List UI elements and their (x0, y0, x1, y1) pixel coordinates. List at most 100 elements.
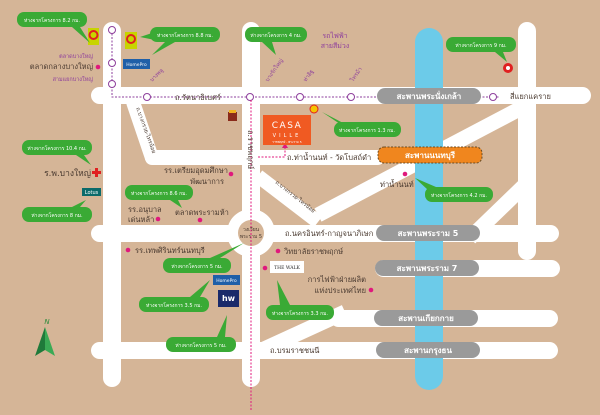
svg-text:ห่างจากโครงการ 4.2 กม.: ห่างจากโครงการ 4.2 กม. (431, 192, 487, 199)
road-diagonal-east (464, 174, 536, 244)
distance-callout: ห่างจากโครงการ 1.3 กม. (322, 112, 401, 137)
lotus-store-icon (503, 63, 513, 73)
poi-label: พัฒนาการ (190, 177, 224, 186)
train-station-icon (143, 93, 151, 101)
svg-text:ห่างจากโครงการ 5 กม.: ห่างจากโครงการ 5 กม. (175, 342, 227, 349)
north-arrow-icon: N (35, 318, 55, 356)
road-bangkruai-south (253, 170, 323, 228)
train-station-icon (347, 93, 355, 101)
poi-label: วิทยาลัยราชพฤกษ์ (283, 247, 343, 256)
lotus-logo: Lotus (82, 188, 101, 196)
train-station-icon (246, 93, 254, 101)
bridge-rama7: สะพานพระราม 7 (375, 260, 479, 276)
svg-text:สะพานนนทบุรี: สะพานนนทบุรี (405, 150, 456, 161)
svg-text:สะพานพระราม 5: สะพานพระราม 5 (398, 229, 459, 238)
svg-text:ห่างจากโครงการ 1.3 กม.: ห่างจากโครงการ 1.3 กม. (339, 127, 395, 134)
svg-text:hw: hw (222, 294, 236, 303)
bridge-nonthaburi: สะพานนนทบุรี (377, 146, 483, 164)
route-to-project (258, 147, 286, 158)
poi-dot (197, 217, 203, 223)
road-label: ถ.บรมราชชนนี (270, 346, 319, 355)
road-label: ถ.รัตนาธิเบศร์ (175, 93, 221, 102)
junction-label: สี่แยกแคราย (510, 91, 551, 101)
svg-text:ห่างจากโครงการ 10.4 กม.: ห่างจากโครงการ 10.4 กม. (27, 145, 87, 152)
road-label: ถ.ราชพฤกษ์ (246, 130, 255, 169)
poi-sublabel: สามแยกบางใหญ่ (53, 76, 94, 83)
svg-text:HomePro: HomePro (126, 62, 147, 68)
svg-text:THE WALK: THE WALK (274, 265, 300, 271)
poi-label: รร.เทพศิรินทร์นนทบุรี (135, 246, 205, 255)
train-line-label: รถไฟฟ้า (322, 31, 347, 40)
svg-text:ห่างจากโครงการ 8.8 กม.: ห่างจากโครงการ 8.8 กม. (157, 32, 213, 39)
distance-callout: ห่างจากโครงการ 8.2 กม. (17, 12, 90, 43)
road-borommaratchachonnani (91, 342, 558, 359)
poi-dot (155, 216, 161, 222)
svg-text:ราชพฤกษ์ - พระราม 5: ราชพฤกษ์ - พระราม 5 (272, 140, 301, 144)
purple-line-train (111, 30, 500, 98)
roundabout-label: พระราม 5 (240, 234, 262, 240)
road-bangkruai-north (126, 99, 159, 161)
train-station-icon (108, 26, 116, 34)
svg-text:ห่างจากโครงการ 4 กม.: ห่างจากโครงการ 4 กม. (250, 32, 302, 39)
svg-text:ห่างจากโครงการ 8 กม.: ห่างจากโครงการ 8 กม. (31, 212, 83, 219)
big-c-logo (125, 32, 137, 49)
svg-text:N: N (44, 318, 50, 326)
poi-label: ร.พ.บางใหญ่ (44, 168, 91, 179)
train-track (111, 30, 500, 98)
svg-text:Lotus: Lotus (85, 190, 99, 196)
distance-callout: ห่างจากโครงการ 8.8 กม. (140, 27, 220, 55)
road-label: ถ.นครอินทร์-กาญจนาภิเษก (285, 229, 373, 238)
homepro-logo: HomePro (123, 59, 150, 69)
svg-text:สะพานพระนั่งเกล้า: สะพานพระนั่งเกล้า (397, 90, 462, 101)
road-right-vertical (518, 22, 536, 260)
poi-dot (228, 171, 234, 177)
poi-sublabel: ตลาดบางใหญ่ (59, 53, 93, 60)
chao-phraya-river (415, 28, 443, 390)
svg-text:ห่างจากโครงการ 3.3 กม.: ห่างจากโครงการ 3.3 กม. (272, 310, 328, 317)
big-c-logo (88, 28, 99, 45)
svg-text:CASA: CASA (272, 121, 302, 131)
poi-label: เด่นหล้า (128, 215, 154, 224)
the-walk-logo: THE WALK (270, 261, 304, 273)
poi-label: รร.อนุบาล (128, 205, 162, 214)
bridge-phra-nangklao: สะพานพระนั่งเกล้า (377, 88, 481, 104)
poi-dot (275, 248, 281, 254)
svg-text:สะพานเกียกกาย: สะพานเกียกกาย (398, 313, 454, 323)
train-station-icon (296, 93, 304, 101)
road-label: ถ.ท่าน้ำนนท์ - วัดโบสถ์ดำ (287, 152, 371, 162)
distance-callout: ห่างจากโครงการ 8.6 กม. (125, 185, 193, 208)
roundabout-label: วงเวียน (243, 226, 260, 233)
distance-callout: ห่างจากโครงการ 8 กม. (22, 200, 92, 222)
restaurant-icon (228, 110, 237, 121)
svg-text:ห่างจากโครงการ 8.6 กม.: ห่างจากโครงการ 8.6 กม. (131, 190, 187, 197)
poi-dot (95, 64, 101, 70)
poi-dot (402, 171, 408, 177)
train-station-icon (108, 80, 116, 88)
road-left-vertical (103, 22, 121, 387)
poi-dot (125, 247, 131, 253)
poi-dot (262, 265, 268, 271)
red-cross-icon (92, 168, 101, 177)
bridge-kiakkai: สะพานเกียกกาย (374, 310, 478, 326)
svg-text:ห่างจากโครงการ 5 กม.: ห่างจากโครงการ 5 กม. (171, 263, 223, 270)
distance-callout: ห่างจากโครงการ 3.5 กม. (139, 280, 210, 312)
distance-callout: ห่างจากโครงการ 9 กม. (446, 37, 516, 62)
train-station-icon (489, 93, 497, 101)
homeworks-logo: hw (218, 290, 239, 307)
train-line-label: สายสีม่วง (321, 42, 350, 50)
shell-station-icon (309, 104, 319, 114)
poi-label: รร.เตรียมอุดมศึกษา (164, 166, 228, 175)
distance-callout: ห่างจากโครงการ 3.3 กม. (266, 280, 334, 320)
poi-label: ตลาดพระรามห้า (175, 208, 229, 217)
train-station-icon (108, 59, 116, 67)
bridge-krungthon: สะพานกรุงธน (376, 342, 480, 358)
svg-text:สะพานกรุงธน: สะพานกรุงธน (404, 346, 452, 356)
svg-text:VILLE: VILLE (273, 133, 302, 139)
distance-callout: ห่างจากโครงการ 5 กม. (163, 243, 244, 273)
svg-text:ห่างจากโครงการ 8.2 กม.: ห่างจากโครงการ 8.2 กม. (24, 17, 80, 24)
poi-label: ตลาดกลางบางใหญ่ (30, 62, 93, 71)
distance-callout: ห่างจากโครงการ 4 กม. (245, 27, 307, 55)
svg-text:HomePro: HomePro (216, 278, 237, 284)
distance-callout: ห่างจากโครงการ 5 กม. (166, 315, 236, 352)
